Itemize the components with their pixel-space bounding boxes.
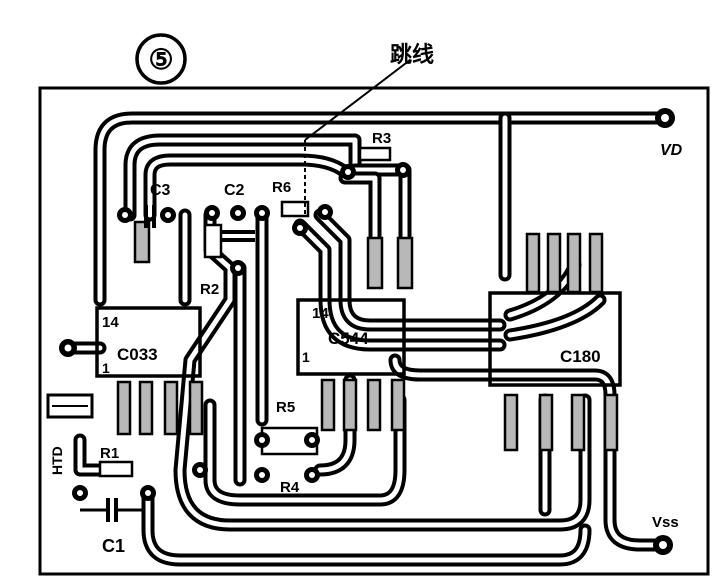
jumper-label: 跳线 — [390, 42, 434, 67]
c033-pin1-label: 1 — [102, 360, 110, 376]
pad — [304, 432, 320, 448]
vss-label: Vss — [652, 514, 679, 531]
finger — [342, 378, 358, 432]
pad — [254, 432, 270, 448]
pad — [395, 162, 411, 178]
finger — [588, 232, 604, 294]
finger — [133, 220, 151, 264]
finger — [366, 378, 382, 432]
chip-c033-outline — [95, 306, 202, 378]
finger — [546, 232, 562, 294]
resistor-r2-body — [203, 223, 223, 259]
resistor-r6-body — [280, 200, 310, 218]
vd-label: VD — [660, 142, 683, 159]
finger — [566, 232, 582, 294]
pad — [230, 260, 246, 276]
htd-label: HTD — [49, 446, 65, 475]
c033-pin14-label: 14 — [102, 314, 119, 331]
pad-vd — [655, 108, 675, 128]
finger — [163, 380, 179, 436]
jumper-leader-line — [304, 59, 411, 141]
trace-c180-curve-1 — [503, 258, 582, 322]
finger — [390, 378, 406, 432]
chip-c544-outline — [296, 298, 406, 376]
finger — [538, 393, 554, 452]
pad — [254, 467, 270, 483]
pad — [254, 205, 270, 221]
chip-c180-outline — [488, 291, 622, 387]
c3-label: C3 — [150, 182, 171, 199]
r5-label: R5 — [276, 399, 295, 416]
c544-pin14-label: 14 — [312, 305, 329, 322]
c544-pin1-label: 1 — [302, 349, 310, 365]
pad — [140, 485, 156, 501]
pad-group — [59, 108, 675, 555]
resistor-r1-body — [98, 460, 134, 478]
capacitor-c3-symbol — [144, 205, 156, 228]
pad — [117, 207, 133, 223]
finger — [603, 393, 619, 452]
finger-group — [116, 220, 619, 452]
pad — [292, 220, 308, 236]
finger — [188, 380, 204, 436]
capacitor-c2-symbol — [222, 230, 255, 242]
capacitor-c1-symbol — [80, 498, 145, 522]
r3-label: R3 — [372, 130, 391, 147]
figure-number-circle — [135, 33, 187, 85]
finger — [396, 236, 414, 290]
trace-vss — [388, 353, 670, 552]
c544-label: C544 — [328, 329, 369, 348]
resistor-r3-body — [358, 146, 392, 162]
r2-label: R2 — [200, 281, 219, 298]
finger — [570, 393, 586, 452]
r1-label: R1 — [100, 445, 119, 462]
c033-label: C033 — [117, 345, 158, 364]
pad — [340, 164, 356, 180]
finger — [503, 393, 519, 452]
c1-label: C1 — [102, 536, 125, 556]
c2-label: C2 — [224, 182, 245, 199]
pad — [160, 207, 176, 223]
r4-label: R4 — [280, 479, 300, 496]
trace-top-loop-2 — [143, 153, 352, 222]
pad — [317, 204, 333, 220]
trace-top-loop — [123, 133, 362, 222]
trace-r1-left — [73, 433, 107, 477]
pad — [59, 339, 77, 357]
finger — [320, 378, 336, 432]
finger — [116, 380, 132, 436]
figure-number: ⑤ — [148, 44, 173, 75]
trace-r3-left — [338, 171, 382, 252]
r6-label: R6 — [272, 179, 291, 196]
c180-label: C180 — [560, 347, 601, 366]
pad — [192, 462, 208, 478]
pad — [304, 467, 320, 483]
finger — [366, 236, 384, 290]
finger — [525, 232, 541, 294]
pad — [72, 485, 88, 501]
finger — [138, 380, 154, 436]
pad — [204, 205, 220, 221]
pad-vss — [653, 535, 673, 555]
pad — [230, 205, 246, 221]
